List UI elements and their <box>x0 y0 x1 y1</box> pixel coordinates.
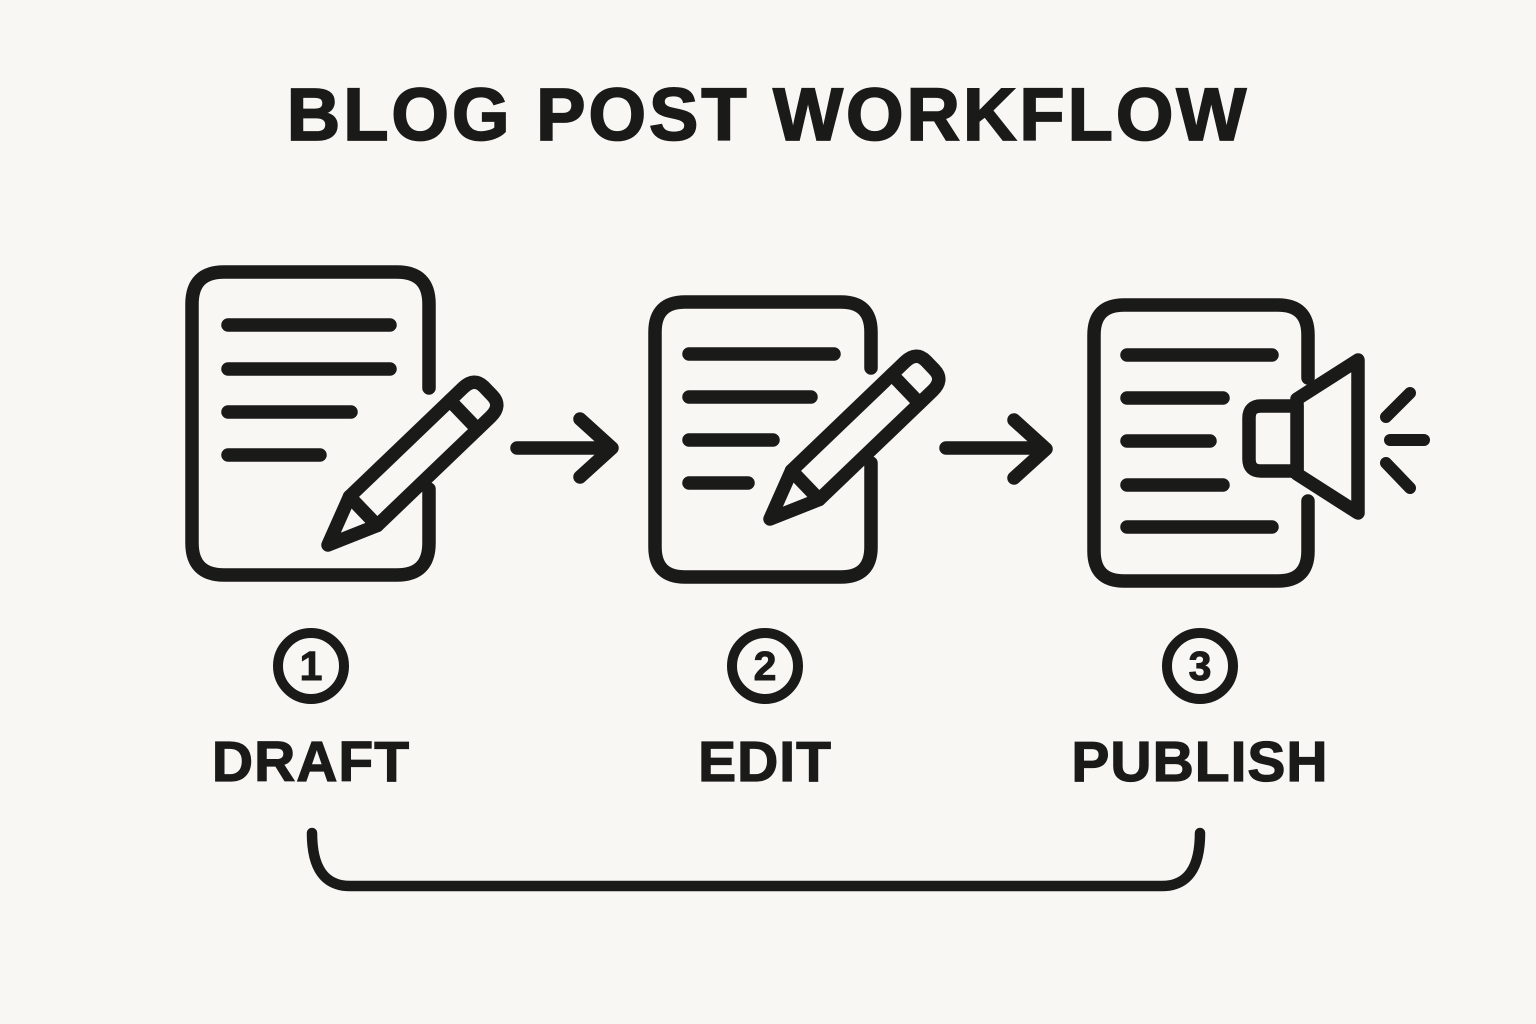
step-publish: 3 PUBLISH <box>1020 628 1380 791</box>
step-number: 1 <box>299 642 323 689</box>
speaker-driver <box>1242 399 1304 478</box>
step-number-badge: 1 <box>273 628 349 704</box>
iteration-bracket <box>306 827 1206 892</box>
pencil-eraser-band <box>443 393 485 437</box>
draft-document-pencil-icon <box>185 265 504 582</box>
edit-document-pencil-icon <box>648 295 946 584</box>
step-number-badge: 2 <box>727 628 803 704</box>
step-number: 2 <box>753 642 777 689</box>
pencil-icon <box>321 375 504 552</box>
step-edit: 2 EDIT <box>585 628 945 791</box>
pencil-eraser-band <box>885 367 927 411</box>
step-label: EDIT <box>697 730 832 794</box>
arrow-right-icon <box>939 413 1053 485</box>
publish-document-megaphone-icon <box>1087 298 1430 588</box>
pencil-body <box>321 375 504 552</box>
step-draft: 1 DRAFT <box>131 628 491 791</box>
doc3-page-outline <box>1087 298 1315 588</box>
step-label: DRAFT <box>211 730 411 794</box>
pencil-tip-line <box>784 463 826 507</box>
megaphone-icon <box>1242 353 1430 520</box>
arrow-right-icon <box>510 412 619 484</box>
pencil-body <box>763 349 946 526</box>
doc2-page-outline <box>648 295 878 584</box>
step-label: PUBLISH <box>1071 730 1329 794</box>
doc1-page-outline <box>185 265 436 582</box>
step-number: 3 <box>1188 642 1212 689</box>
diagram-title: BLOG POST WORKFLOW <box>286 73 1250 156</box>
pencil-tip-line <box>342 489 384 533</box>
step-number-badge: 3 <box>1162 628 1238 704</box>
pencil-icon <box>763 349 946 526</box>
sound-waves-icon <box>1380 387 1430 494</box>
